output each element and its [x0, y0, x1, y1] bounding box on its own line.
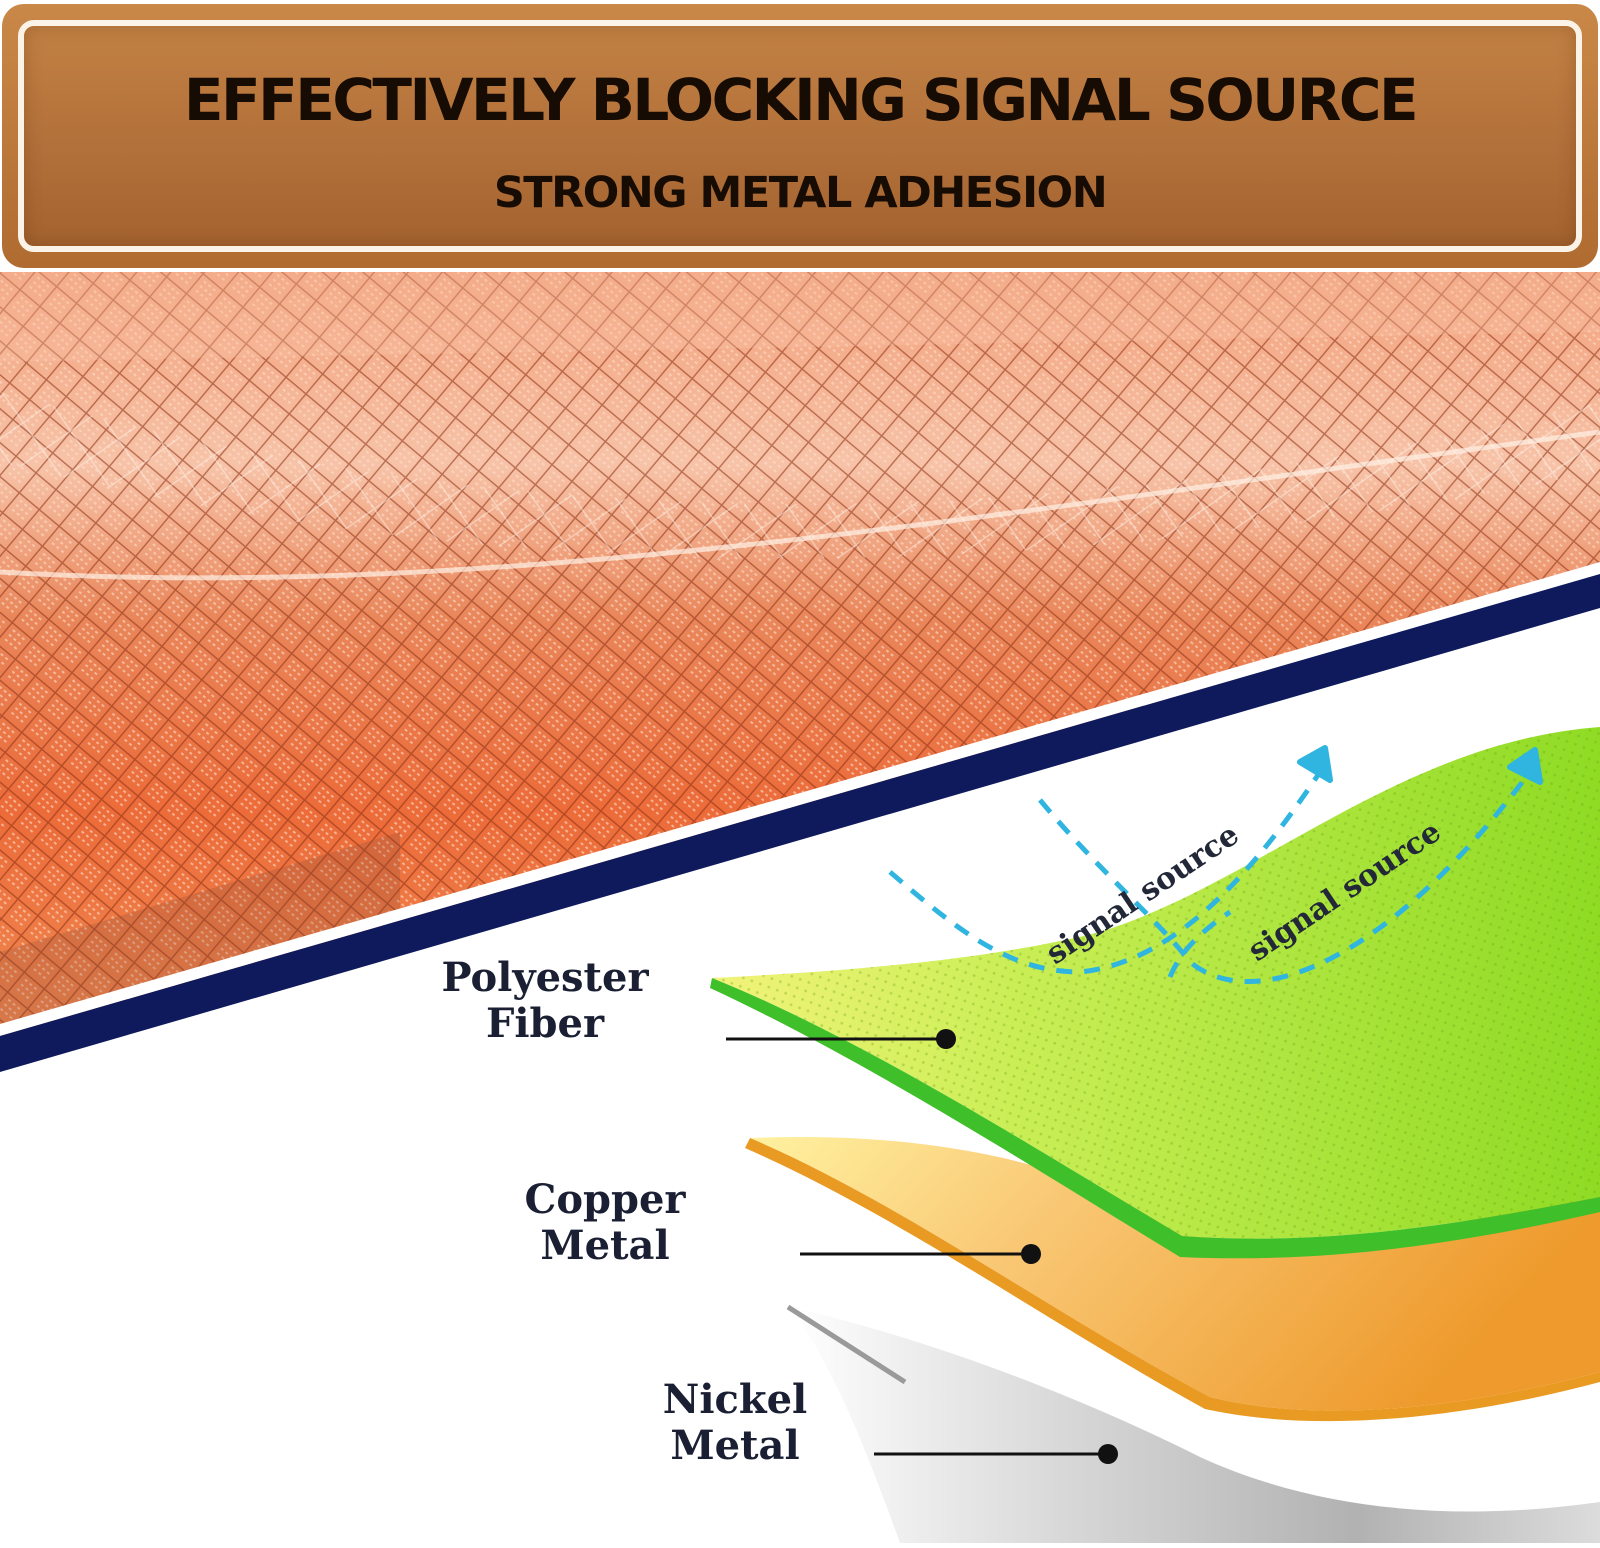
- arrow-head-icon: [1297, 745, 1333, 783]
- signal-arrows: [888, 770, 1532, 984]
- diagonal-divider: [0, 562, 1600, 1072]
- label-copper-metal: Copper Metal: [524, 1176, 686, 1269]
- arrow-head-icon: [1507, 747, 1543, 785]
- copper-mesh-photo: [0, 272, 1600, 1042]
- copper-layer: [750, 1136, 1600, 1411]
- diagram-svg: signal source signal source: [0, 272, 1600, 1543]
- leader-dot-icon: [1021, 1244, 1041, 1264]
- header-banner: EFFECTIVELY BLOCKING SIGNAL SOURCE STRON…: [0, 0, 1600, 272]
- product-diagram: signal source signal source Polyester Fi…: [0, 272, 1600, 1543]
- banner-subtitle: STRONG METAL ADHESION: [493, 168, 1108, 218]
- nickel-layer: [790, 1307, 1600, 1543]
- banner-title: EFFECTIVELY BLOCKING SIGNAL SOURCE: [183, 66, 1419, 134]
- banner-frame: EFFECTIVELY BLOCKING SIGNAL SOURCE STRON…: [2, 4, 1598, 268]
- label-polyester-fiber: Polyester Fiber: [441, 954, 649, 1047]
- banner-panel: EFFECTIVELY BLOCKING SIGNAL SOURCE STRON…: [18, 20, 1582, 252]
- label-nickel-metal: Nickel Metal: [662, 1376, 808, 1469]
- leader-dot-icon: [936, 1029, 956, 1049]
- leader-dot-icon: [1098, 1444, 1118, 1464]
- leader-lines: [726, 1037, 1108, 1456]
- nickel-edge-icon: [786, 1304, 907, 1385]
